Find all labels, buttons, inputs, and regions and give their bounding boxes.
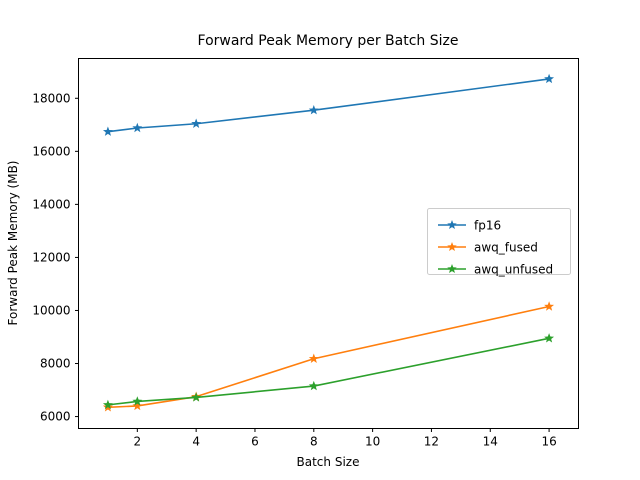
x-axis-ticks: 2 4 6 8 10 12 14 16 [134, 428, 557, 449]
x-tick-label: 14 [483, 435, 498, 449]
data-point-marker [308, 105, 319, 115]
y-tick-label: 18000 [32, 91, 70, 105]
data-point-marker [191, 118, 202, 128]
y-tick-label: 10000 [32, 303, 70, 317]
y-tick-label: 6000 [40, 410, 71, 424]
data-point-marker [544, 301, 555, 311]
x-tick-label: 6 [251, 435, 259, 449]
x-tick-label: 4 [192, 435, 200, 449]
x-tick-label: 10 [365, 435, 380, 449]
data-point-marker [308, 380, 319, 391]
legend-label-awq_fused: awq_fused [474, 241, 538, 255]
x-axis-label: Batch Size [297, 455, 360, 469]
plot-frame [78, 58, 579, 429]
y-axis-label: Forward Peak Memory (MB) [6, 161, 20, 326]
legend-label-awq_unfused: awq_unfused [474, 263, 553, 277]
x-tick-label: 2 [134, 435, 142, 449]
y-tick-label: 12000 [32, 250, 70, 264]
legend-marker-icon [447, 242, 457, 252]
data-point-marker [132, 122, 143, 133]
x-tick-label: 8 [310, 435, 318, 449]
data-point-marker [102, 126, 113, 136]
legend-marker-icon [447, 264, 457, 274]
series-line-awq_unfused [107, 337, 550, 406]
legend-marker-icon [447, 220, 457, 230]
x-tick-label: 12 [424, 435, 439, 449]
y-tick-label: 16000 [32, 144, 70, 158]
x-tick-label: 16 [541, 435, 556, 449]
data-point-marker [308, 353, 319, 363]
data-point-marker [132, 400, 143, 411]
y-axis-ticks: 6000 8000 10000 12000 14000 16000 18000 [32, 91, 79, 424]
series-layer [102, 73, 555, 412]
y-tick-label: 14000 [32, 197, 70, 211]
data-point-marker [132, 396, 143, 406]
chart-title: Forward Peak Memory per Batch Size [198, 33, 459, 49]
data-point-marker [191, 392, 202, 402]
data-point-marker [102, 399, 113, 410]
data-point-marker [544, 73, 555, 84]
series-line-fp16 [107, 78, 550, 133]
legend[interactable]: fp16 awq_fused awq_unfused [427, 208, 571, 277]
y-tick-label: 8000 [40, 357, 71, 371]
legend-label-fp16: fp16 [474, 219, 501, 233]
data-point-marker [544, 333, 555, 343]
series-line-awq_fused [107, 305, 550, 409]
